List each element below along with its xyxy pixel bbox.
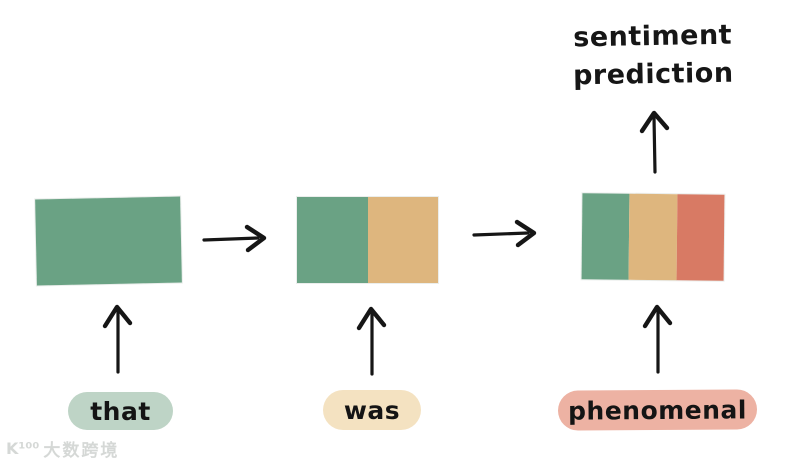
token-pill-that: that [68,392,173,430]
hidden-state-block-1 [35,196,182,286]
state-segment [297,197,368,283]
watermark: K¹⁰⁰ 大数跨境 [6,436,119,461]
state-segment [628,193,678,281]
sentiment-prediction-label: sentiment prediction [547,16,758,96]
state-segment [581,193,630,280]
arrow-right-icon [200,221,276,255]
token-label: was [343,395,401,425]
state-segment [676,194,725,281]
arrow-right-icon [470,217,546,251]
arrow-up-icon [632,107,676,175]
token-pill-was: was [323,390,421,430]
state-segment [367,197,438,283]
state-segment [35,196,182,286]
arrow-up-icon [350,303,394,377]
output-label-line1: sentiment [572,19,733,54]
arrow-up-icon [96,301,140,375]
token-label: phenomenal [567,394,748,426]
output-label-line2: prediction [572,57,734,92]
arrow-up-icon [636,301,680,375]
watermark-logo: K¹⁰⁰ [6,439,40,458]
watermark-text: 大数跨境 [43,441,120,461]
token-label: that [90,396,151,426]
hidden-state-block-3 [581,193,725,281]
hidden-state-block-2 [297,197,438,283]
token-pill-phenomenal: phenomenal [557,389,758,431]
